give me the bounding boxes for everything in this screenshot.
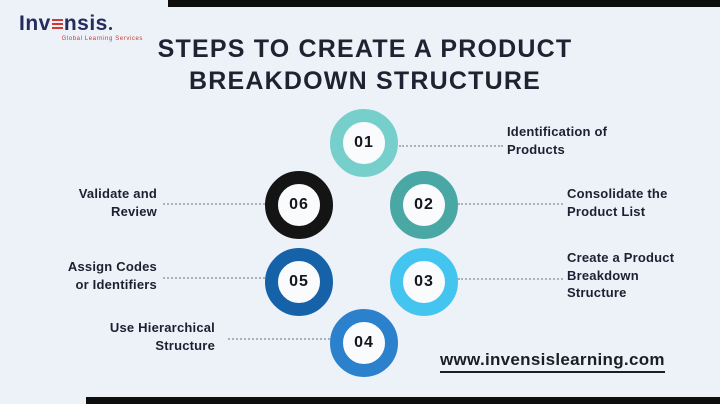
- page-title-line2: BREAKDOWN STRUCTURE: [189, 67, 541, 95]
- step-circle-02: 02: [390, 171, 458, 239]
- step-label-02: Consolidate the Product List: [567, 186, 668, 219]
- page-title-line1: STEPS TO CREATE A PRODUCT: [157, 35, 573, 63]
- step-circle-06: 06: [265, 171, 333, 239]
- connector-line-01: [399, 145, 503, 147]
- website-link[interactable]: www.invensislearning.com: [440, 350, 665, 373]
- connector-line-06: [163, 203, 265, 205]
- step-number-02: 02: [414, 196, 434, 213]
- connector-line-05: [163, 277, 265, 279]
- connector-line-04: [228, 338, 330, 340]
- step-label-03: Create a Product Breakdown Structure: [567, 250, 675, 300]
- step-number-01: 01: [354, 134, 374, 151]
- connector-line-02: [458, 203, 563, 205]
- step-number-04: 04: [354, 334, 374, 351]
- step-label-05: Assign Codes or Identifiers: [67, 259, 157, 292]
- step-circle-03: 03: [390, 248, 458, 316]
- logo-e-bars-icon: [51, 19, 63, 30]
- step-number-03: 03: [414, 273, 434, 290]
- top-edge-bar: [168, 0, 720, 7]
- logo-dot-icon: [108, 27, 112, 30]
- step-label-06: Validate and Review: [78, 186, 157, 219]
- step-number-06: 06: [289, 196, 309, 213]
- step-number-05: 05: [289, 273, 309, 290]
- step-circle-01: 01: [330, 109, 398, 177]
- step-circle-04: 04: [330, 309, 398, 377]
- step-circle-05: 05: [265, 248, 333, 316]
- bottom-edge-bar: [86, 397, 720, 404]
- page-title: STEPS TO CREATE A PRODUCT BREAKDOWN STRU…: [0, 33, 720, 97]
- logo-tagline: Global Learning Services: [61, 36, 143, 42]
- connector-line-03: [458, 278, 563, 280]
- step-label-01: Identification of Products: [507, 124, 608, 157]
- step-label-04: Use Hierarchical Structure: [109, 320, 215, 353]
